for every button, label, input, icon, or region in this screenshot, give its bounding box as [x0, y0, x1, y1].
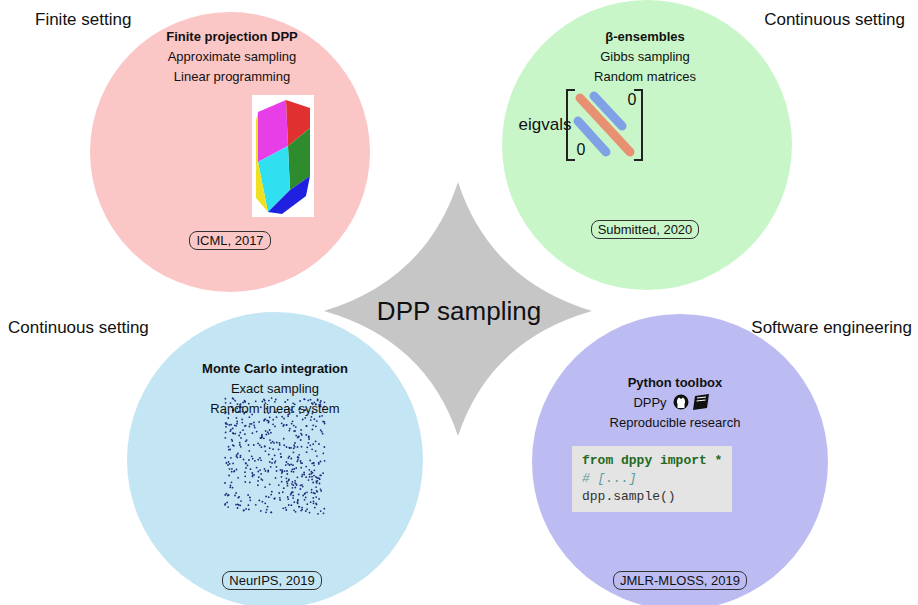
topic-heading-wrap: Python toolbox	[628, 375, 723, 390]
code-line: from dppy import *	[582, 452, 722, 470]
citation-text: NeurIPS, 2019	[229, 573, 314, 588]
citation-box: JMLR-MLOSS, 2019	[613, 571, 747, 590]
label-wrap: Finite setting	[35, 10, 131, 30]
topic-line: DPPy	[633, 395, 666, 410]
topic-heading-wrap: Monte Carlo integration	[202, 361, 348, 376]
citation-box: ICML, 2017	[189, 231, 270, 250]
topic-line-wrap: Reproducible research	[610, 415, 741, 430]
topic-line-wrap: Approximate sampling	[168, 49, 297, 64]
topic-circle: Finite projection DPP Approximate samplin…	[90, 12, 370, 292]
citation-text: ICML, 2017	[196, 233, 263, 248]
topic-circle: β-ensemblesGibbs samplingRandom matrices…	[502, 0, 792, 290]
topic-line: Reproducible research	[610, 415, 741, 430]
topic-line-wrap: Exact sampling	[231, 381, 319, 396]
label-wrap: Software engineering	[751, 318, 912, 338]
matrix-label: eigvals	[519, 115, 572, 135]
topic-line: Random matrices	[594, 69, 696, 84]
section-label: Software engineering	[751, 318, 912, 338]
center-title-wrap: DPP sampling	[377, 296, 541, 327]
label-wrap: eigvals	[519, 115, 572, 135]
polytope-image	[252, 95, 314, 217]
topic-heading: Finite projection DPP	[166, 29, 297, 44]
code-line: # [...]	[582, 470, 722, 488]
center-title: DPP sampling	[377, 296, 541, 327]
topic-line: Linear programming	[174, 69, 290, 84]
topic-line: Approximate sampling	[168, 49, 297, 64]
label-wrap: Continuous setting	[764, 10, 905, 30]
topic-heading: Python toolbox	[628, 375, 723, 390]
matrix-figure	[567, 90, 642, 160]
topic-heading: Monte Carlo integration	[202, 361, 348, 376]
topic-line-wrap: Gibbs sampling	[600, 49, 690, 64]
citation-box: NeurIPS, 2019	[222, 571, 321, 590]
matrix-label: 0	[628, 91, 637, 109]
citation-box: Submitted, 2020	[591, 220, 700, 239]
topic-line-wrap: Linear programming	[174, 69, 290, 84]
topic-line: Random linear system	[210, 401, 339, 416]
topic-heading: β-ensembles	[605, 29, 684, 44]
topic-line: Exact sampling	[231, 381, 319, 396]
matrix-label: 0	[577, 141, 586, 159]
topic-line-wrap: Random matrices	[594, 69, 696, 84]
citation-text: JMLR-MLOSS, 2019	[620, 573, 740, 588]
label-wrap: 0	[628, 91, 637, 109]
topic-line: Gibbs sampling	[600, 49, 690, 64]
topic-circle: Python toolboxDPPyReproducible research f…	[532, 314, 828, 605]
citation-text: Submitted, 2020	[598, 222, 693, 237]
code-box: from dppy import *# [...]dpp.sample()	[572, 446, 732, 512]
topic-heading-wrap: Finite projection DPP	[166, 29, 297, 44]
section-label: Continuous setting	[8, 318, 149, 338]
label-wrap: 0	[577, 141, 586, 159]
code-line: dpp.sample()	[582, 488, 722, 506]
section-label: Finite setting	[35, 10, 131, 30]
github-book-icons	[673, 393, 717, 411]
topic-line-wrap: DPPy	[633, 395, 666, 410]
point-cloud	[224, 397, 325, 514]
topic-circle: Monte Carlo integrationExact samplingRan…	[127, 312, 423, 605]
topic-line-wrap: Random linear system	[210, 401, 339, 416]
label-wrap: Continuous setting	[8, 318, 149, 338]
topic-heading-wrap: β-ensembles	[605, 29, 684, 44]
section-label: Continuous setting	[764, 10, 905, 30]
